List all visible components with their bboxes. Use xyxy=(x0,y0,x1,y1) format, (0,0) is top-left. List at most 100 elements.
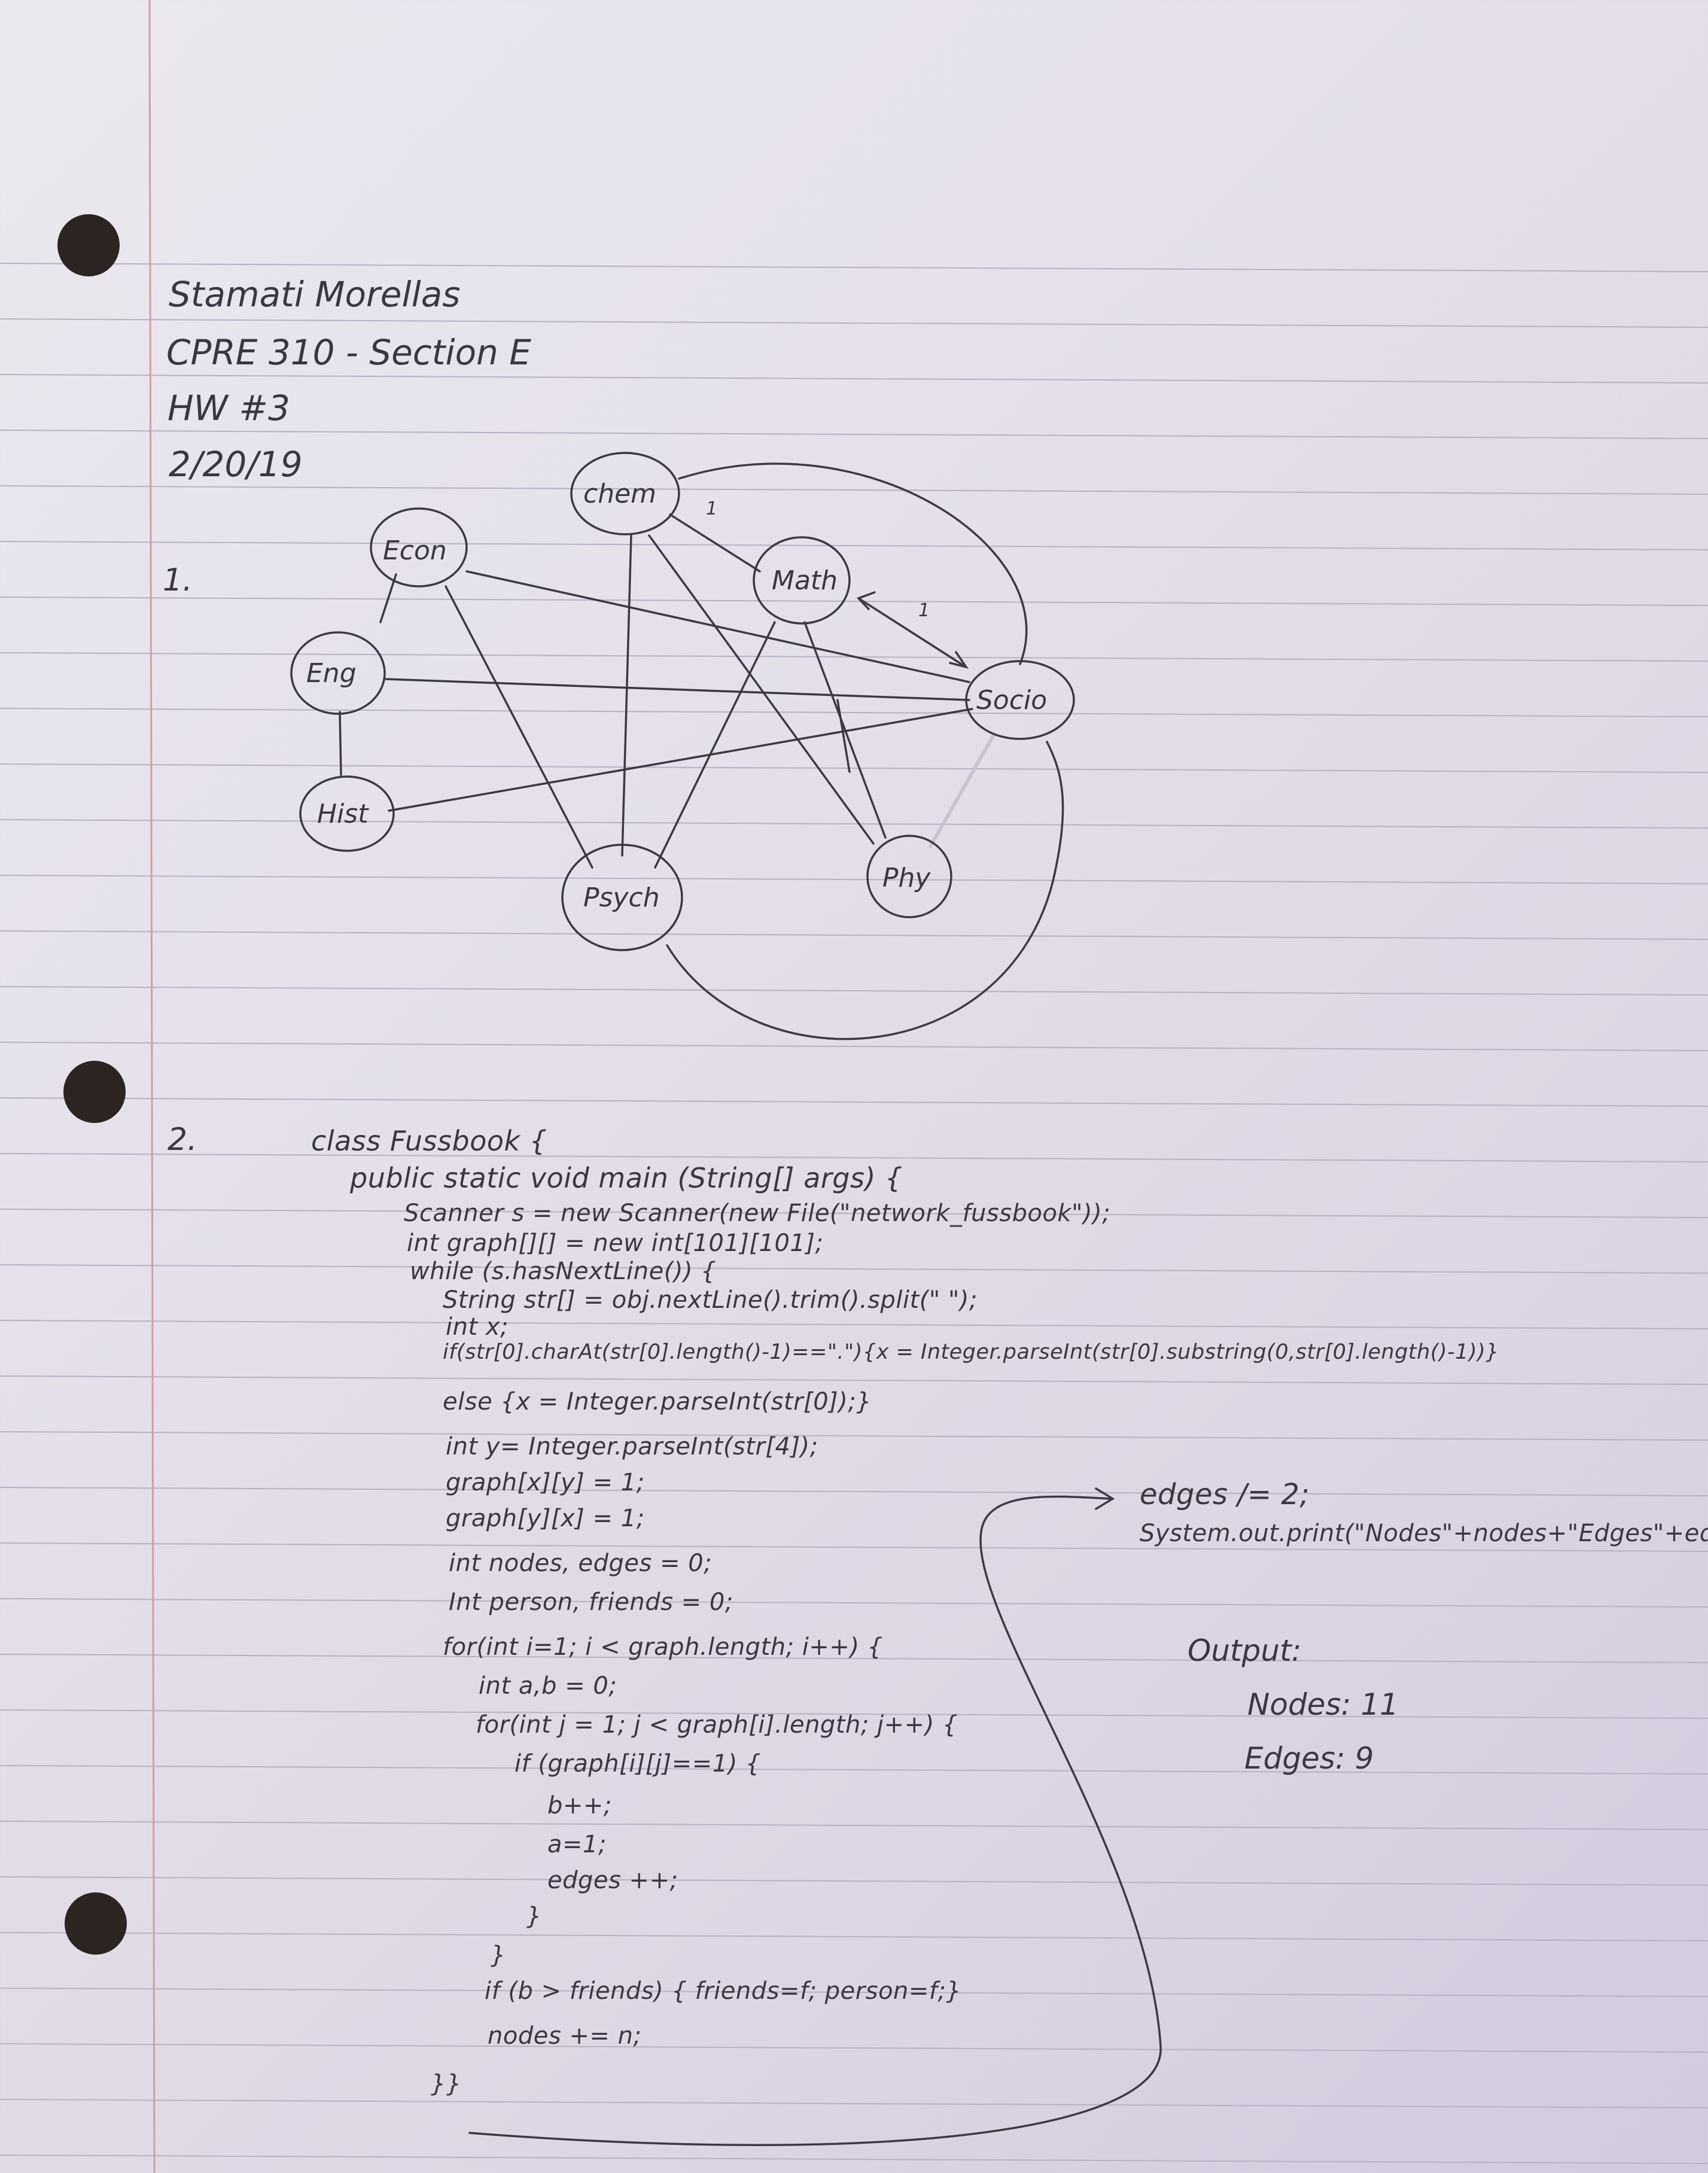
punch-hole xyxy=(65,1892,127,1955)
edge-math-phy xyxy=(803,621,887,839)
ruled-line xyxy=(0,708,1708,717)
node-eng xyxy=(290,631,386,715)
homework-number: HW #3 xyxy=(168,388,290,428)
student-name: Stamati Morellas xyxy=(169,274,461,315)
punch-hole xyxy=(57,214,120,276)
ruled-line xyxy=(0,1209,1708,1218)
code-line: } xyxy=(491,1941,506,1969)
code-line: for(int j = 1; j < graph[i].length; j++)… xyxy=(476,1711,958,1739)
ruled-line xyxy=(0,1042,1708,1051)
ruled-line xyxy=(0,374,1708,384)
node-label-hist: Hist xyxy=(317,799,369,829)
edge-chem-psych xyxy=(621,534,632,857)
edge-eng-hist xyxy=(339,711,342,776)
ruled-line xyxy=(0,2043,1708,2053)
code-line: if(str[0].charAt(str[0].length()-1)=="."… xyxy=(443,1340,1500,1364)
edge-econ-psych xyxy=(444,585,593,869)
problem-2-number: 2. xyxy=(168,1122,197,1158)
ruled-line xyxy=(0,930,1708,940)
node-phy xyxy=(866,835,952,918)
code-line: for(int i=1; i < graph.length; i++) { xyxy=(443,1633,883,1661)
edge-phy-socio xyxy=(928,734,995,848)
edge-math-psych xyxy=(654,621,776,869)
continuation-arrow-head xyxy=(1095,1487,1115,1510)
code-line: String str[] = obj.nextLine().trim().spl… xyxy=(443,1286,978,1314)
ruled-line xyxy=(0,1487,1708,1496)
arrow-head-math xyxy=(856,591,876,610)
edge-psych-socio-curve xyxy=(666,741,1064,1040)
code-line: public static void main (String[] args) … xyxy=(350,1162,903,1194)
code-line: b++; xyxy=(547,1792,612,1819)
ruled-line xyxy=(0,1542,1708,1552)
arrow-head-socio xyxy=(949,651,969,669)
node-chem xyxy=(570,452,680,535)
code-line: }} xyxy=(431,2070,462,2098)
ruled-line xyxy=(0,1264,1708,1274)
code-line: a=1; xyxy=(547,1831,607,1858)
output-edges: Edges: 9 xyxy=(1244,1741,1374,1776)
ruled-line xyxy=(0,1598,1708,1608)
edge-math-socio xyxy=(857,597,967,668)
ruled-line xyxy=(0,2099,1708,2108)
ruled-line xyxy=(0,1876,1708,1886)
code-line: Scanner s = new Scanner(new File("networ… xyxy=(404,1200,1111,1227)
edge-econ-socio xyxy=(465,570,970,683)
continuation-arrow xyxy=(468,1495,1162,2146)
code-line: int nodes, edges = 0; xyxy=(449,1550,713,1577)
ruled-line xyxy=(0,318,1708,328)
ruled-line xyxy=(0,541,1708,550)
ruled-line xyxy=(0,819,1708,829)
ruled-line xyxy=(0,986,1708,996)
course-section: CPRE 310 - Section E xyxy=(166,332,531,373)
node-label-socio: Socio xyxy=(976,685,1047,716)
continuation-line: edges /= 2; xyxy=(1140,1478,1310,1511)
output-nodes: Nodes: 11 xyxy=(1247,1687,1399,1722)
node-econ xyxy=(370,507,468,588)
code-line: nodes += n; xyxy=(488,2022,642,2050)
ruled-line xyxy=(0,263,1708,272)
node-label-eng: Eng xyxy=(306,658,357,689)
crossing-mark xyxy=(836,699,851,773)
node-label-econ: Econ xyxy=(383,535,447,566)
code-line: else {x = Integer.parseInt(str[0]);} xyxy=(443,1388,872,1416)
node-socio xyxy=(965,660,1075,740)
node-label-phy: Phy xyxy=(882,863,931,893)
node-label-psych: Psych xyxy=(583,882,660,913)
ruled-line xyxy=(0,1765,1708,1775)
homework-date: 2/20/19 xyxy=(169,444,303,485)
code-line: } xyxy=(526,1903,542,1930)
code-line: edges ++; xyxy=(547,1867,678,1894)
ruled-line xyxy=(0,1654,1708,1663)
ruled-line xyxy=(0,1431,1708,1441)
ruled-line xyxy=(0,875,1708,884)
code-line: if (b > friends) { friends=f; person=f;} xyxy=(485,1977,962,2005)
edge-eng-econ xyxy=(379,573,397,623)
ruled-line xyxy=(0,1932,1708,1941)
code-line: graph[x][y] = 1; xyxy=(446,1469,645,1496)
code-line: graph[y][x] = 1; xyxy=(446,1505,645,1532)
output-title: Output: xyxy=(1188,1633,1302,1668)
ruled-line xyxy=(0,1320,1708,1329)
ruled-line xyxy=(0,2154,1708,2164)
problem-1-number: 1. xyxy=(163,562,193,598)
punch-hole xyxy=(63,1061,126,1123)
node-label-math: Math xyxy=(772,565,838,596)
code-line: int y= Integer.parseInt(str[4]); xyxy=(446,1433,818,1460)
ruled-line xyxy=(0,1988,1708,1997)
margin-line xyxy=(148,0,156,2173)
node-math xyxy=(753,536,851,625)
ruled-line xyxy=(0,763,1708,773)
edge-eng-socio xyxy=(385,678,970,701)
edge-chem-phy xyxy=(648,534,875,845)
code-line: int a,b = 0; xyxy=(479,1672,617,1700)
ruled-line xyxy=(0,1709,1708,1719)
code-line: int x; xyxy=(446,1313,509,1341)
edge-label-math-socio: 1 xyxy=(918,600,930,621)
edge-hist-socio xyxy=(388,708,973,812)
ruled-line xyxy=(0,1821,1708,1830)
code-line: while (s.hasNextLine()) { xyxy=(410,1258,717,1285)
node-psych xyxy=(561,844,683,951)
node-label-chem: chem xyxy=(583,479,656,509)
